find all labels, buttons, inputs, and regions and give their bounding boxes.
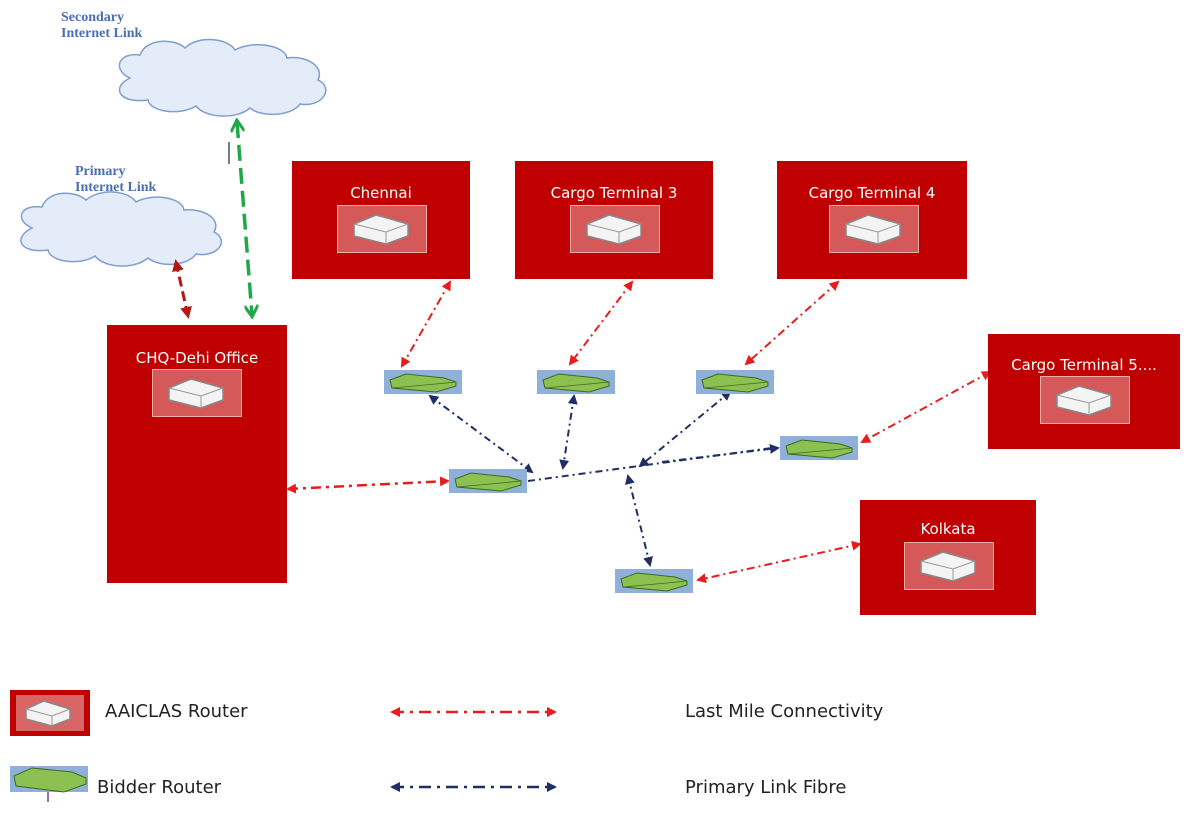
primary-uplink — [172, 259, 192, 319]
secondary-cloud-line1: Secondary — [61, 10, 124, 25]
legend-primary-fibre-label: Primary Link Fibre — [685, 777, 847, 798]
lastmile-cargo5 — [860, 371, 992, 443]
bidder-router-icon — [537, 370, 615, 394]
legend-last-mile-label: Last Mile Connectivity — [685, 701, 884, 722]
site-label-cargo4: Cargo Terminal 4 — [808, 184, 936, 202]
primary-cloud-line1: Primary — [75, 164, 126, 179]
secondary-cloud-line2: Internet Link — [61, 26, 143, 41]
aaiclas-router-icon — [337, 205, 427, 253]
secondary-cloud-icon — [118, 38, 327, 117]
primary-cloud-label: Primary Internet Link — [75, 164, 156, 196]
lastmile-kolkata — [696, 540, 862, 584]
fibre-chennai — [428, 394, 534, 474]
legend-aaiclas-router-icon — [10, 690, 90, 736]
site-label-chq: CHQ-Dehi Office — [135, 349, 259, 367]
primary-cloud-line2: Internet Link — [75, 180, 157, 195]
bidder-router-icon — [449, 469, 527, 493]
legend-bidder-router-icon — [10, 762, 88, 802]
fibre-cargo3 — [559, 394, 578, 470]
lastmile-cargo3 — [568, 280, 634, 366]
bidder-router-icon — [615, 569, 693, 593]
site-cargo-terminal-5[interactable]: Cargo Terminal 5.... — [988, 334, 1180, 449]
site-cargo-terminal-3[interactable]: Cargo Terminal 3 — [515, 161, 713, 279]
aaiclas-router-icon — [1040, 376, 1130, 424]
lastmile-chennai — [401, 280, 451, 368]
primary-cloud-icon — [20, 191, 222, 267]
site-label-cargo5: Cargo Terminal 5.... — [1011, 356, 1157, 374]
site-label-chennai: Chennai — [350, 184, 412, 202]
fibre-cargo5 — [661, 443, 780, 463]
aaiclas-router-icon — [152, 369, 242, 417]
legend-bidder-router-label: Bidder Router — [97, 777, 222, 798]
legend-aaiclas-router-label: AAICLAS Router — [105, 701, 248, 722]
aaiclas-router-icon — [829, 205, 919, 253]
site-kolkata[interactable]: Kolkata — [860, 500, 1036, 615]
site-chq[interactable]: CHQ-Dehi Office — [107, 325, 287, 583]
bidder-router-icon — [696, 370, 774, 394]
secondary-uplink — [237, 122, 252, 315]
site-chennai[interactable]: Chennai — [292, 161, 470, 279]
fibre-cargo4 — [638, 390, 732, 468]
aaiclas-router-icon — [570, 205, 660, 253]
secondary-cloud-label: Secondary Internet Link — [61, 10, 142, 42]
lastmile-cargo4 — [744, 280, 840, 366]
fibre-kolkata — [625, 474, 653, 567]
site-label-kolkata: Kolkata — [920, 520, 976, 538]
lastmile-chq — [286, 476, 450, 494]
aaiclas-router-icon — [904, 542, 994, 590]
bidder-router-icon — [384, 370, 462, 394]
site-cargo-terminal-4[interactable]: Cargo Terminal 4 — [777, 161, 967, 279]
bidder-router-icon — [780, 436, 858, 460]
site-label-cargo3: Cargo Terminal 3 — [550, 184, 678, 202]
